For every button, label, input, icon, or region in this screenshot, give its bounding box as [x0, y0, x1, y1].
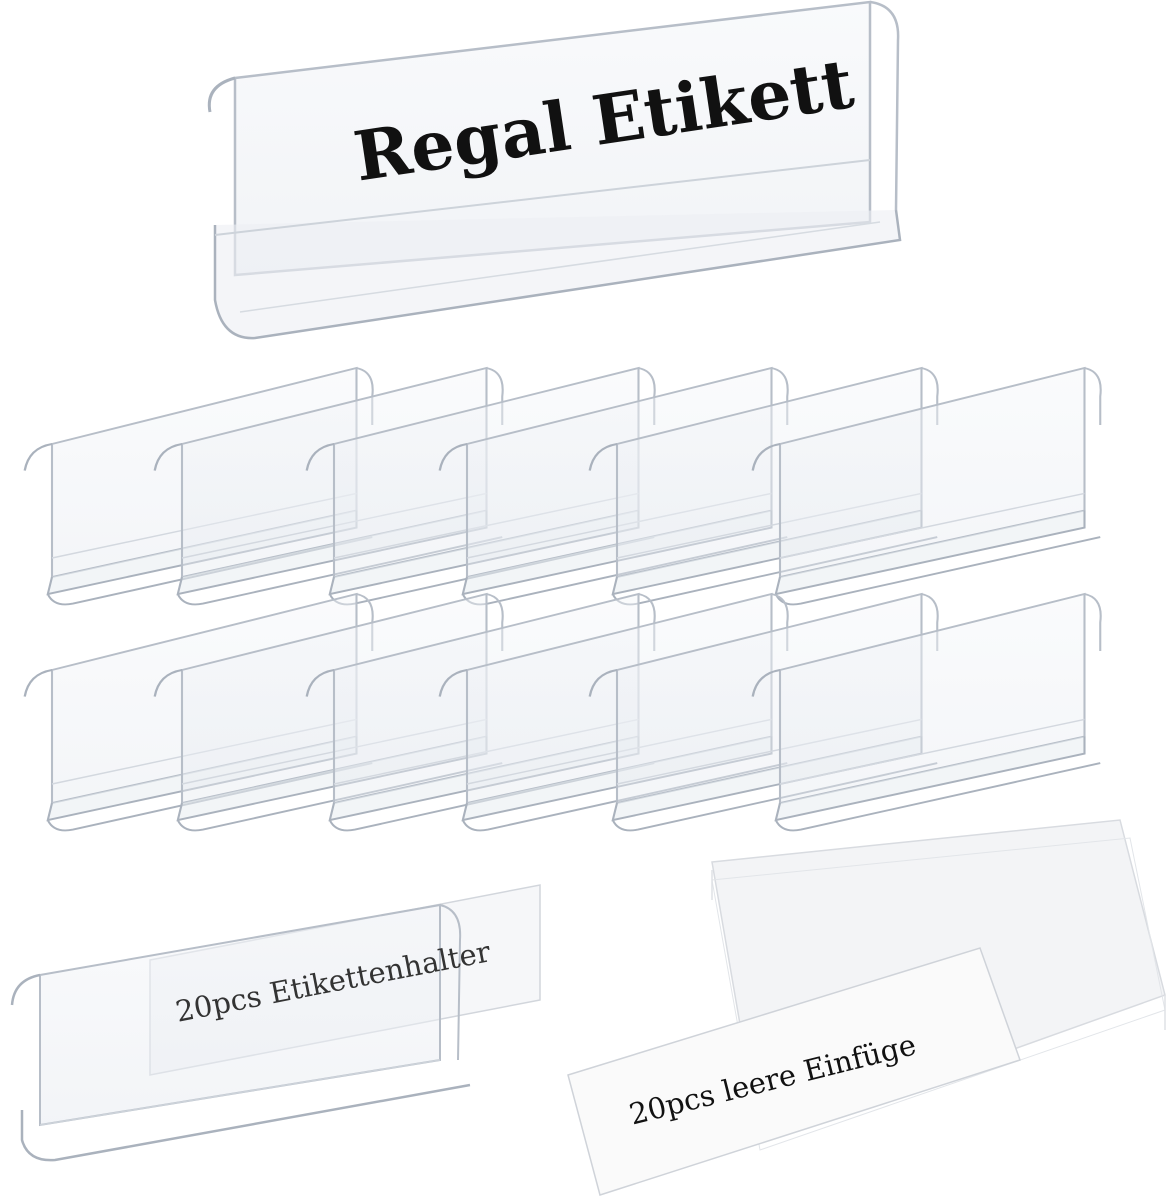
holder-row-1: [23, 366, 1102, 606]
main-label-holder: [207, 0, 902, 340]
holder-with-insert: [10, 884, 541, 1162]
holder-row-2: [23, 592, 1102, 832]
blank-inserts-stack: [567, 819, 1166, 1196]
